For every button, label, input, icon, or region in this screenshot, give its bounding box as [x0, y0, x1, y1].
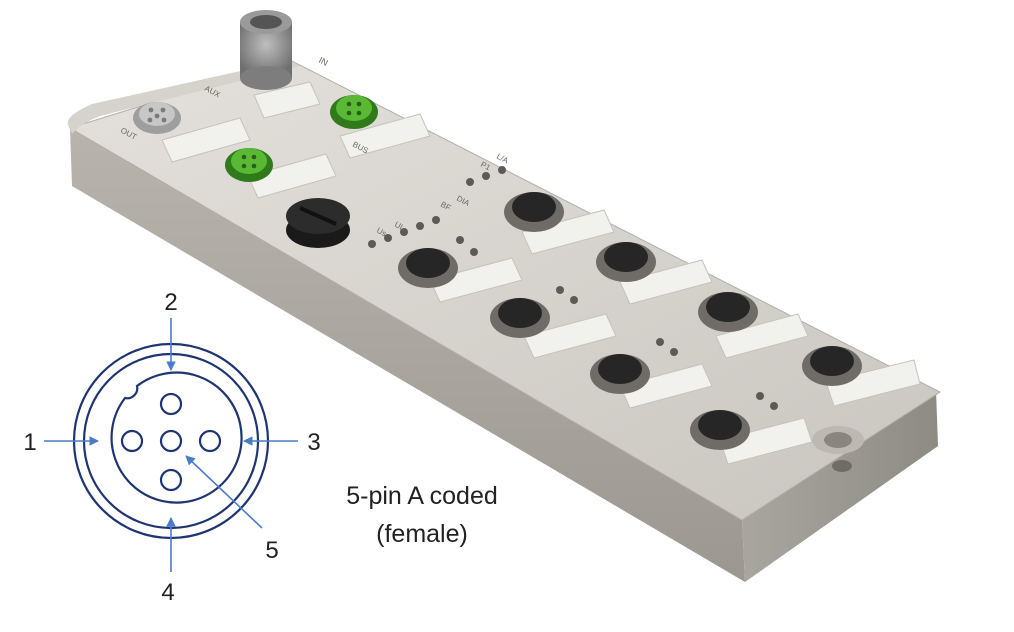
label-strips	[161, 81, 921, 465]
bus-in-connector	[330, 95, 378, 129]
pin-3-label: 3	[307, 429, 320, 456]
label-strip	[523, 313, 617, 359]
led-label-bf: BF	[439, 200, 452, 213]
label-strip	[719, 417, 813, 465]
pin-5-label: 5	[265, 537, 278, 564]
label-strip	[161, 117, 251, 163]
io-port-connectors	[398, 192, 862, 450]
pin-2-label: 2	[164, 289, 177, 316]
led	[482, 172, 490, 180]
pin-5-arrow	[185, 455, 263, 529]
label-strip	[825, 359, 921, 407]
led	[416, 222, 424, 230]
pin-face-outline	[110, 371, 243, 504]
led-label-ul: UL	[393, 220, 407, 233]
pin-3-socket	[198, 429, 222, 453]
io-port	[802, 346, 862, 386]
io-port	[590, 354, 650, 394]
label-strip	[429, 257, 523, 303]
address-switch-cap	[286, 198, 350, 248]
led	[498, 166, 506, 174]
label-strip	[619, 259, 713, 305]
aux-out-connector	[133, 102, 181, 134]
power-in-connector	[240, 10, 292, 90]
io-port	[690, 410, 750, 450]
led	[400, 228, 408, 236]
label-strip	[715, 313, 809, 359]
label-strip	[619, 363, 713, 409]
port-label-in: IN	[317, 55, 330, 68]
label-strip	[521, 209, 615, 255]
caption-line-2: (female)	[376, 520, 468, 548]
pin-4-label: 4	[161, 579, 174, 606]
io-port	[698, 292, 758, 332]
label-strip	[339, 113, 431, 159]
led	[656, 338, 664, 346]
led	[470, 248, 478, 256]
led	[432, 216, 440, 224]
pin-4-socket	[159, 468, 183, 492]
caption-line-1: 5-pin A coded	[346, 482, 498, 510]
label-strip	[247, 153, 337, 199]
io-port	[398, 248, 458, 288]
pinout-diagram: 2 1 3 4 5 5-pin A coded (female)	[23, 289, 497, 606]
io-port	[504, 192, 564, 232]
module-front-face	[742, 390, 938, 582]
led	[368, 240, 376, 248]
pin-2-socket	[159, 392, 183, 416]
led	[456, 236, 464, 244]
led-label-link-act: L/A	[495, 152, 510, 166]
io-port	[490, 298, 550, 338]
led	[384, 234, 392, 242]
pin-1-socket	[120, 429, 144, 453]
led	[570, 296, 578, 304]
led	[756, 392, 764, 400]
led	[770, 402, 778, 410]
led-label-p1: P1	[479, 160, 492, 173]
pin-5-socket	[159, 429, 183, 453]
led	[466, 178, 474, 186]
led-label-us: Us	[375, 226, 388, 239]
pin-1-label: 1	[23, 429, 36, 456]
label-strip	[253, 81, 321, 119]
mounting-hole	[812, 426, 864, 472]
io-module-device: IN AUX OUT BUS L/A P1 BF DIA UL Us	[67, 10, 941, 582]
bus-out-connector	[225, 148, 273, 182]
io-port	[596, 242, 656, 282]
led	[670, 348, 678, 356]
status-leds	[368, 166, 778, 410]
led	[556, 286, 564, 294]
module-side-face	[70, 128, 745, 582]
